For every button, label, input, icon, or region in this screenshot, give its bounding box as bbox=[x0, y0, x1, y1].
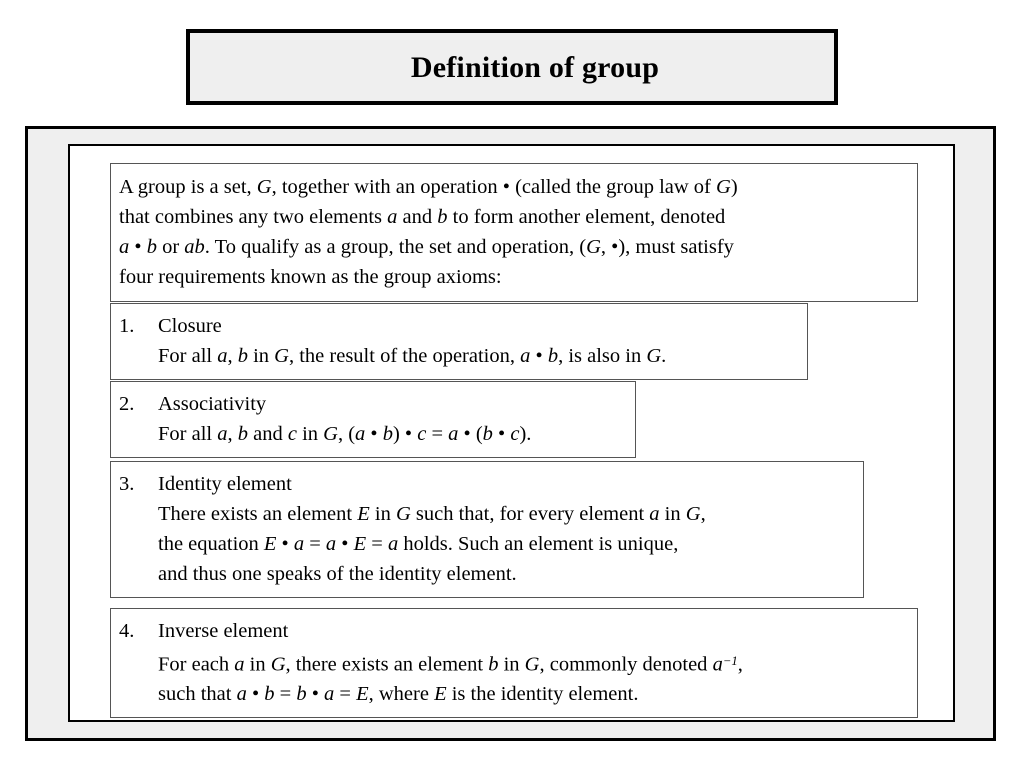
axiom-line: such that a • b = b • a = E, where E is … bbox=[158, 683, 639, 706]
axiom-box-closure: 1. Closure For all a, b in G, the result… bbox=[110, 303, 808, 380]
axiom-number: 4. bbox=[119, 620, 135, 642]
axiom-line: the equation E • a = a • E = a holds. Su… bbox=[158, 533, 679, 555]
definition-line: a • b or ab. To qualify as a group, the … bbox=[119, 236, 734, 258]
axiom-box-associativity: 2. Associativity For all a, b and c in G… bbox=[110, 381, 636, 458]
axiom-line: and thus one speaks of the identity elem… bbox=[158, 563, 517, 585]
axiom-box-inverse-element: 4. Inverse element For each a in G, ther… bbox=[110, 608, 918, 719]
axiom-title: Inverse element bbox=[158, 620, 289, 642]
axiom-line: For each a in G, there exists an element… bbox=[158, 653, 743, 676]
axiom-title: Identity element bbox=[158, 473, 292, 495]
axiom-line: For all a, b in G, the result of the ope… bbox=[158, 345, 667, 367]
page-title: Definition of group bbox=[410, 50, 660, 84]
definition-box: A group is a set, G, together with an op… bbox=[110, 163, 918, 302]
definition-line: A group is a set, G, together with an op… bbox=[119, 176, 738, 198]
definition-line: that combines any two elements a and b t… bbox=[119, 206, 726, 228]
axiom-line: There exists an element E in G such that… bbox=[158, 503, 706, 525]
axiom-box-identity-element: 3. Identity element There exists an elem… bbox=[110, 461, 864, 598]
axiom-number: 3. bbox=[119, 473, 135, 495]
axiom-title: Associativity bbox=[158, 393, 267, 415]
definition-line: four requirements known as the group axi… bbox=[119, 266, 502, 288]
axiom-number: 1. bbox=[119, 315, 135, 337]
axiom-line: For all a, b and c in G, (a • b) • c = a… bbox=[158, 423, 532, 445]
title-banner: Definition of group bbox=[186, 29, 838, 105]
axiom-title: Closure bbox=[158, 315, 222, 337]
axiom-number: 2. bbox=[119, 393, 135, 415]
